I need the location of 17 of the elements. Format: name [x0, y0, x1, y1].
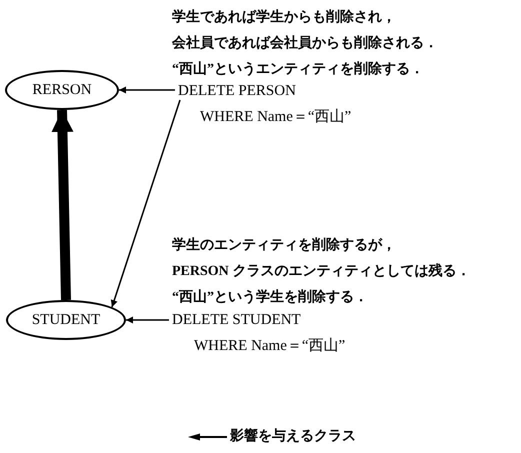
- query-text: WHERE Name＝“西山”: [194, 338, 346, 354]
- arrow: [126, 316, 169, 324]
- note-text: PERSON クラスのエンティティとしては残る．: [172, 262, 470, 280]
- note-text: “西山”という学生を削除する．: [172, 288, 368, 306]
- arrow: [119, 86, 175, 94]
- note-text: 会社員であれば会社員からも削除される．: [172, 34, 438, 52]
- class-ellipse: STUDENT: [6, 300, 126, 340]
- class-ellipse: RERSON: [5, 70, 119, 110]
- note-text: 学生のエンティティを削除するが，: [172, 236, 396, 254]
- legend-text: 影響を与えるクラス: [230, 427, 356, 445]
- note-text: 学生であれば学生からも削除され，: [172, 8, 396, 26]
- query-text: DELETE PERSON: [178, 83, 296, 99]
- arrow: [110, 100, 181, 308]
- query-text: WHERE Name＝“西山”: [200, 109, 352, 125]
- arrow: [51, 110, 74, 300]
- note-text: “西山”というエンティティを削除する．: [172, 60, 424, 78]
- query-text: DELETE STUDENT: [172, 312, 301, 328]
